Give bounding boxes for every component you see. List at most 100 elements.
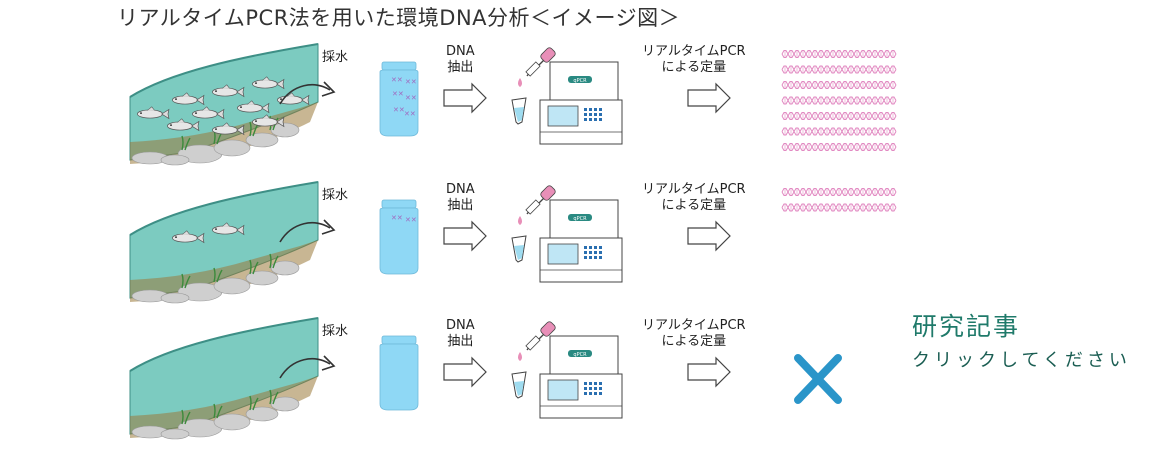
dna-helix-row bbox=[781, 127, 897, 136]
sampling-label-line-1: 採水 bbox=[322, 188, 349, 203]
dna-helix-row bbox=[781, 81, 897, 89]
dna-helix-row bbox=[781, 50, 897, 58]
sampling-label: 採水 bbox=[322, 188, 348, 204]
process-row-graphic: ✕✕✕✕ qPCR bbox=[129, 181, 897, 304]
rock bbox=[160, 292, 190, 304]
rock bbox=[213, 277, 251, 295]
dna-mark: ✕✕ bbox=[392, 90, 404, 98]
arrow-to-result bbox=[687, 82, 731, 114]
sampling-arrow bbox=[279, 221, 331, 243]
pcr-label-line-1: リアルタイムPCR bbox=[642, 318, 746, 333]
rock bbox=[245, 270, 279, 286]
drop-icon bbox=[518, 216, 522, 225]
pcr-label-line-1: リアルタイムPCR bbox=[642, 44, 746, 59]
device-badge: qPCR bbox=[573, 216, 587, 222]
device-screen bbox=[547, 379, 579, 401]
drop-icon bbox=[518, 78, 522, 87]
water-sample-bottle: ✕✕✕✕ bbox=[379, 199, 419, 275]
extraction-label-line-2: 抽出 bbox=[447, 334, 474, 349]
river-scene bbox=[129, 43, 336, 166]
rock bbox=[245, 406, 279, 422]
dna-helix-row bbox=[781, 143, 897, 151]
rock bbox=[270, 396, 300, 412]
arrow-to-result bbox=[687, 356, 731, 388]
fish-icon bbox=[172, 230, 205, 244]
pcr-result bbox=[781, 50, 897, 151]
arrow-to-result bbox=[687, 220, 731, 252]
arrow-to-extraction bbox=[443, 82, 487, 114]
fish-icon bbox=[212, 222, 245, 236]
river-scene bbox=[129, 317, 336, 440]
extraction-label-line-2: 抽出 bbox=[447, 198, 474, 213]
extraction-label-line-2: 抽出 bbox=[447, 60, 474, 75]
pcr-label-line-1: リアルタイムPCR bbox=[642, 182, 746, 197]
device-badge: qPCR bbox=[573, 78, 587, 84]
pcr-label-line-2: による定量 bbox=[661, 198, 727, 213]
sampling-label: 採水 bbox=[322, 324, 348, 340]
pcr-result bbox=[781, 188, 897, 212]
dna-helix-row bbox=[781, 96, 897, 105]
pcr-result bbox=[794, 354, 842, 404]
extraction-label-line-1: DNA bbox=[446, 182, 475, 197]
process-row-graphic: qPCR bbox=[129, 317, 842, 440]
dropper-and-tube bbox=[511, 185, 556, 263]
fish-icon bbox=[167, 118, 200, 132]
rock bbox=[160, 428, 190, 440]
dna-mark: ✕✕ bbox=[405, 94, 417, 102]
fish-icon bbox=[252, 114, 285, 128]
dna-mark: ✕✕ bbox=[405, 216, 417, 224]
rock bbox=[213, 139, 251, 157]
dna-helix-row bbox=[781, 65, 897, 74]
device-screen bbox=[547, 243, 579, 265]
dropper-and-tube bbox=[511, 321, 556, 399]
rock bbox=[270, 260, 300, 276]
water-sample-bottle: ✕✕✕✕✕✕✕✕✕✕✕✕ bbox=[379, 61, 419, 137]
sampling-label-line-1: 採水 bbox=[322, 324, 349, 339]
research-heading: 研究記事 bbox=[912, 312, 1021, 341]
arrow-to-extraction bbox=[443, 356, 487, 388]
fish-icon bbox=[172, 92, 205, 106]
pcr-label-line-2: による定量 bbox=[661, 334, 727, 349]
dna-mark: ✕✕ bbox=[404, 110, 416, 118]
sampling-arrow bbox=[279, 357, 331, 379]
sampling-label-line-1: 採水 bbox=[322, 50, 349, 65]
rock bbox=[270, 122, 300, 138]
arrow-to-extraction bbox=[443, 220, 487, 252]
dna-mark: ✕✕ bbox=[391, 76, 403, 84]
water-sample-bottle bbox=[379, 335, 419, 411]
rock bbox=[245, 132, 279, 148]
qpcr-device: qPCR bbox=[539, 61, 623, 145]
fish-icon bbox=[212, 122, 245, 136]
dna-mark: ✕✕ bbox=[405, 78, 417, 86]
river-scene bbox=[129, 181, 336, 304]
diagram-title: リアルタイムPCR法を用いた環境DNA分析＜イメージ図＞ bbox=[117, 6, 681, 30]
dna-mark: ✕✕ bbox=[393, 106, 405, 114]
no-detection-cross-icon bbox=[794, 354, 842, 404]
dna-helix-row bbox=[781, 112, 897, 120]
sampling-label: 採水 bbox=[322, 50, 348, 66]
dropper-and-tube bbox=[511, 47, 556, 125]
fish-icon bbox=[252, 76, 285, 90]
rock bbox=[160, 154, 190, 166]
extraction-label-line-1: DNA bbox=[446, 44, 475, 59]
drop-icon bbox=[518, 352, 522, 361]
sampling-arrow bbox=[279, 83, 331, 105]
research-subtext: クリックしてください bbox=[912, 350, 1131, 371]
dna-mark: ✕✕ bbox=[391, 214, 403, 222]
research-article-link[interactable]: 研究記事 クリックしてください bbox=[912, 312, 1131, 374]
pcr-label-line-2: による定量 bbox=[661, 60, 727, 75]
dna-helix-row bbox=[781, 188, 897, 196]
qpcr-device: qPCR bbox=[539, 199, 623, 283]
rock bbox=[213, 413, 251, 431]
device-screen bbox=[547, 105, 579, 127]
fish-icon bbox=[137, 106, 170, 120]
fish-icon bbox=[277, 92, 310, 106]
